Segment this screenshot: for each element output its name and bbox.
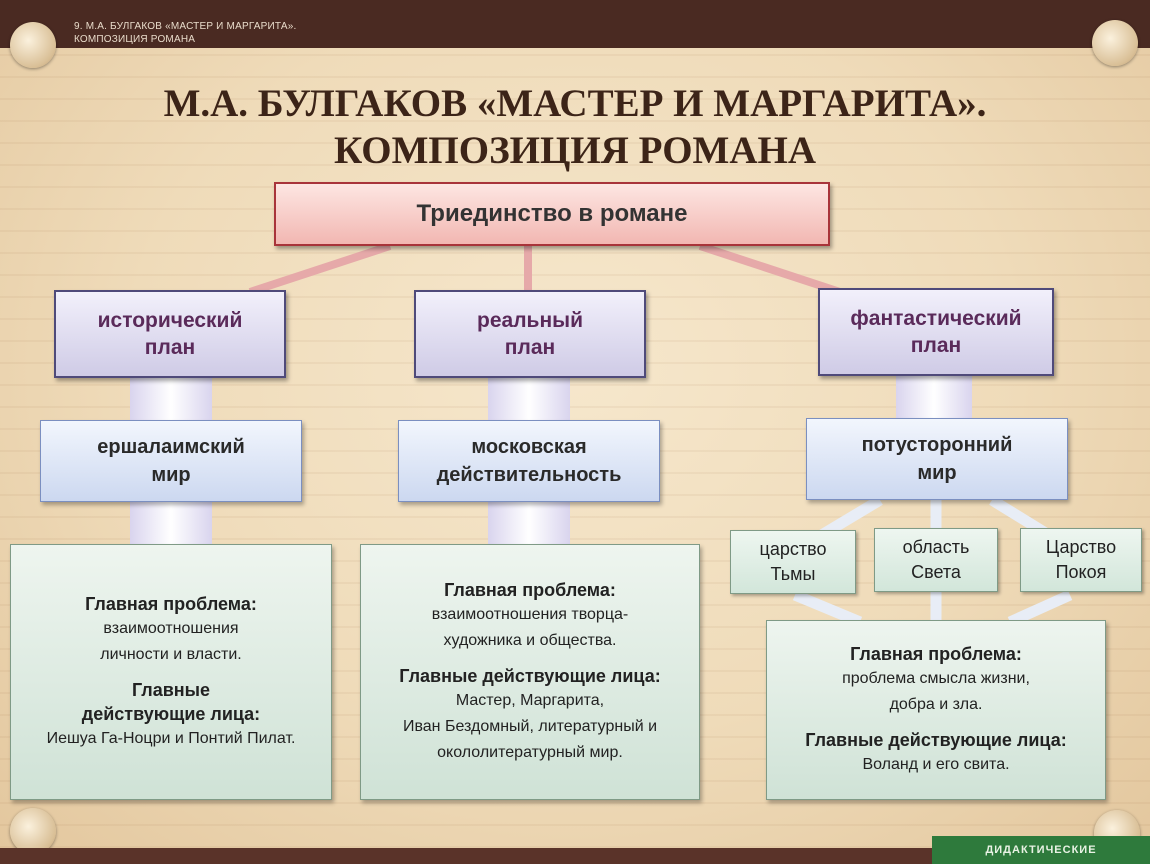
detail-characters-label: Главные [131,680,211,700]
connector-root-plan-3 [698,242,842,296]
page-title-line: КОМПОЗИЦИЯ РОМАНА [333,129,817,172]
realm-node-label: Тьмы [770,564,816,584]
detail-characters-text: Иван Бездомный, литературный и [402,718,658,735]
world-node-yershalaim: ершалаимский мир [40,420,302,502]
world-node-label: потусторонний [861,434,1013,456]
detail-characters-label: действующие лица: [81,704,261,724]
plan-node-label: фантастический [850,307,1022,330]
detail-problem-text: взаимоотношения творца- [431,606,629,623]
detail-problem-label: Главная проблема: [85,594,257,614]
page-title: М.А. БУЛГАКОВ «МАСТЕР И МАРГАРИТА». КОМП… [80,80,1070,174]
header-caption-line: КОМПОЗИЦИЯ РОМАНА [74,34,196,45]
corner-label: ДИДАКТИЧЕСКИЕ [932,836,1150,864]
world-node-label: мир [917,462,957,484]
world-node-label: ершалаимский [97,436,245,458]
world-node-moscow: московская действительность [398,420,660,502]
root-node-label: Триединство в романе [416,200,688,227]
detail-problem-text: взаимоотношения [103,620,239,637]
detail-characters-text: окололитературный мир. [437,744,623,761]
detail-box-fantastic: Главная проблема: проблема смысла жизни,… [766,620,1106,800]
plan-node-fantastic: фантастический план [818,288,1054,376]
header-caption-line: 9. М.А. БУЛГАКОВ «МАСТЕР И МАРГАРИТА». [74,21,297,32]
realm-node-label: Покоя [1055,562,1107,582]
detail-problem-label: Главная проблема: [850,644,1022,664]
scroll-ornament-top-left [10,22,56,68]
realm-node-label: Света [911,562,961,582]
header-caption: 9. М.А. БУЛГАКОВ «МАСТЕР И МАРГАРИТА». К… [74,20,296,46]
detail-problem-text: личности и власти. [100,646,242,663]
detail-problem-text: художника и общества. [443,632,617,649]
plan-node-label: план [144,336,196,359]
detail-box-real: Главная проблема: взаимоотношения творца… [360,544,700,800]
plan-node-label: реальный [477,309,583,332]
connector-realm-detail-1 [792,589,863,628]
scroll-ornament-top-right [1092,20,1138,66]
plan-node-label: план [504,336,556,359]
detail-characters-text: Иешуа Га-Ноцри и Понтий Пилат. [46,730,296,747]
realm-node-peace: Царство Покоя [1020,528,1142,592]
page-title-line: М.А. БУЛГАКОВ «МАСТЕР И МАРГАРИТА». [163,82,987,125]
detail-problem-label: Главная проблема: [444,580,616,600]
world-node-label: действительность [436,464,622,486]
plan-node-historical: исторический план [54,290,286,378]
world-node-otherworld: потусторонний мир [806,418,1068,500]
realm-node-label: царство [759,539,827,559]
connector-realm-detail-3 [1007,589,1073,628]
world-node-label: мир [151,464,191,486]
connector-root-plan-1 [248,242,392,296]
plan-node-label: план [910,334,962,357]
detail-box-historical: Главная проблема: взаимоотношения личнос… [10,544,332,800]
bottom-strip [0,848,1150,864]
detail-characters-text: Воланд и его свита. [862,756,1010,773]
realm-node-darkness: царство Тьмы [730,530,856,594]
plan-node-real: реальный план [414,290,646,378]
world-node-label: московская [471,436,587,458]
detail-problem-text: проблема смысла жизни, [842,670,1030,687]
realm-node-label: Царство [1045,537,1117,557]
detail-characters-text: Мастер, Маргарита, [455,692,605,709]
scroll-ornament-bottom-left [10,808,56,854]
root-node: Триединство в романе [274,182,830,246]
realm-node-label: область [902,537,970,557]
detail-characters-label: Главные действующие лица: [399,666,661,686]
plan-node-label: исторический [97,309,243,332]
detail-characters-label: Главные действующие лица: [805,730,1067,750]
detail-problem-text: добра и зла. [889,696,983,713]
realm-node-light: область Света [874,528,998,592]
connector-column-3 [896,376,972,420]
